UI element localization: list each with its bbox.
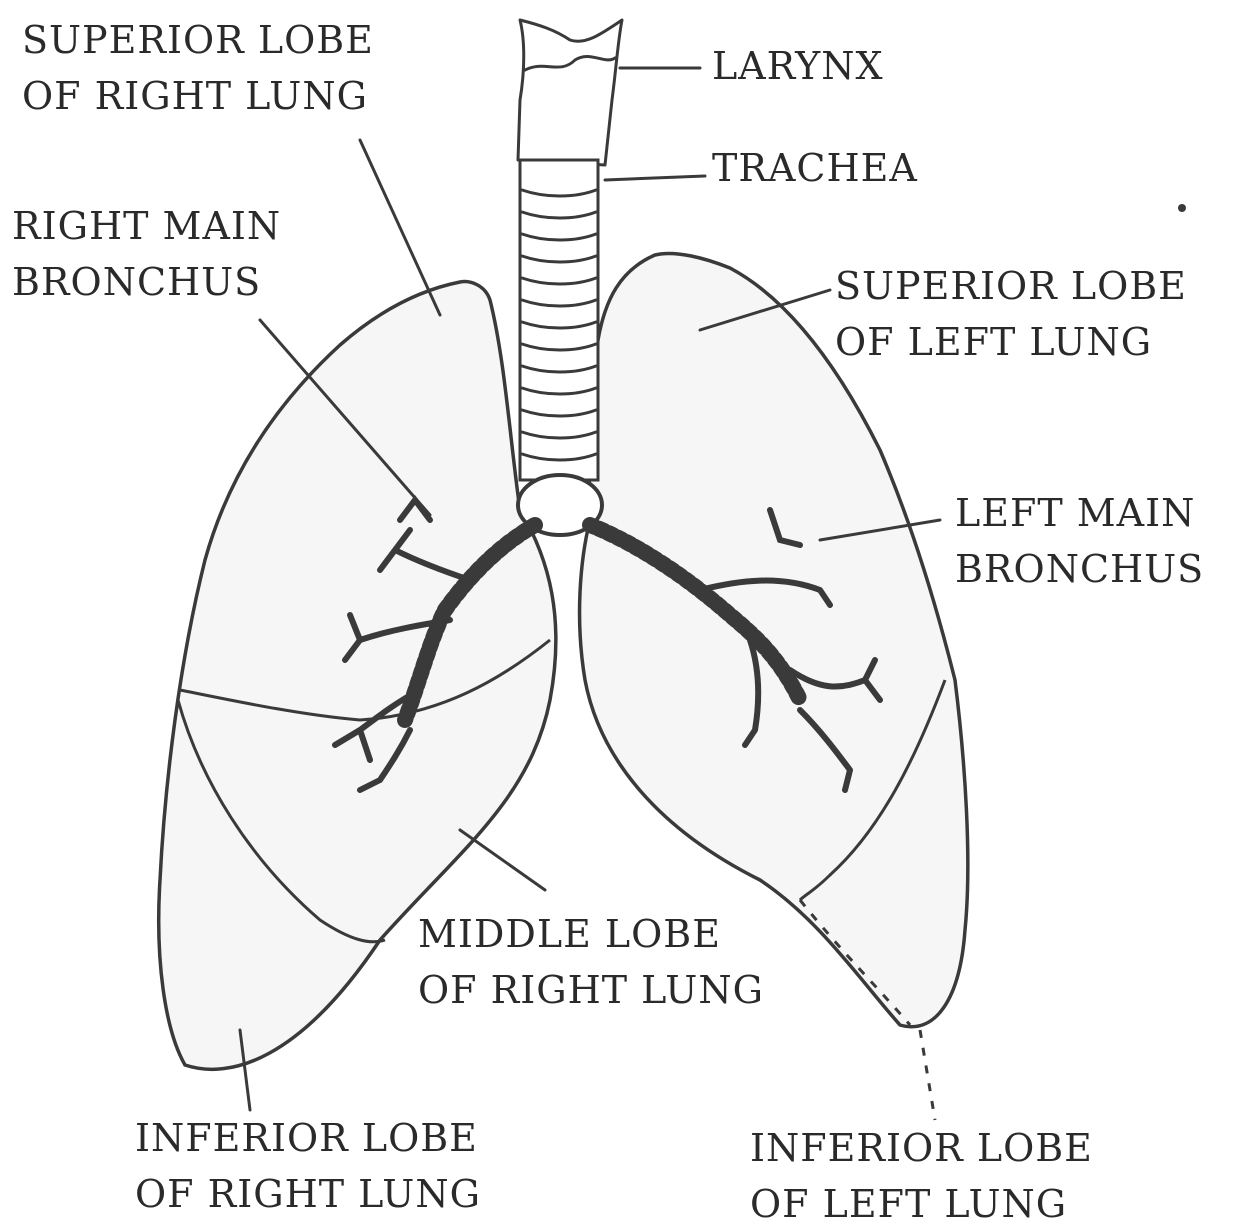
stray-dot [1178, 204, 1186, 212]
larynx-detail [525, 56, 615, 70]
label-superior-left: SUPERIOR LOBE OF LEFT LUNG [835, 258, 1187, 370]
label-left-main-bronchus: LEFT MAIN BRONCHUS [955, 485, 1204, 597]
label-inferior-right: INFERIOR LOBE OF RIGHT LUNG [135, 1110, 481, 1222]
larynx-shape [518, 20, 622, 165]
label-inferior-left: INFERIOR LOBE OF LEFT LUNG [750, 1120, 1093, 1232]
label-larynx: LARYNX [712, 38, 884, 94]
label-right-main-bronchus: RIGHT MAIN BRONCHUS [12, 198, 281, 310]
trachea-rings [520, 160, 598, 480]
label-trachea: TRACHEA [712, 140, 918, 196]
label-superior-right: SUPERIOR LOBE OF RIGHT LUNG [22, 12, 374, 124]
label-middle-right: MIDDLE LOBE OF RIGHT LUNG [418, 906, 764, 1018]
